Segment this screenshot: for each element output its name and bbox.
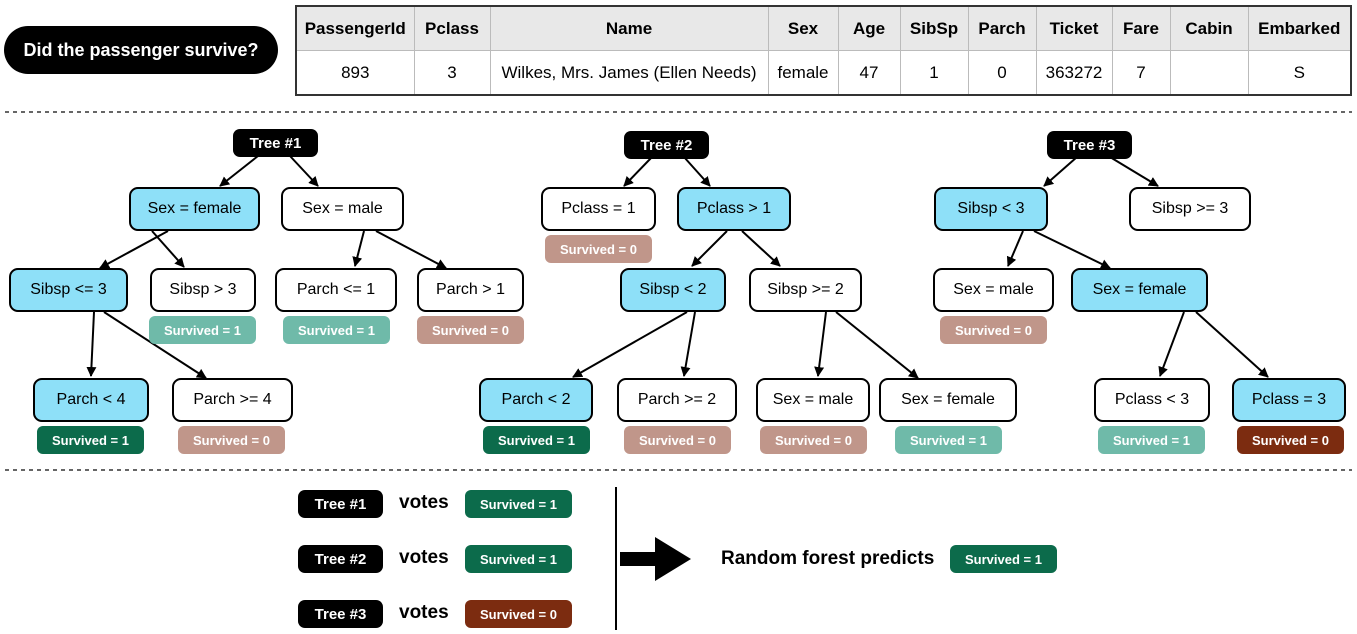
column-header: Cabin (1169, 5, 1249, 51)
table-cell: S (1247, 50, 1352, 96)
column-header: Age (837, 5, 901, 51)
table-cell: female (767, 50, 839, 96)
table-cell (1169, 50, 1249, 96)
table-cell: 0 (967, 50, 1037, 96)
tree-2-node-pclass-eq-1: Pclass = 1 (541, 187, 656, 231)
tree-2-leaf-sex-male: Survived = 0 (760, 426, 867, 454)
tree-3-label: Tree #3 (1047, 131, 1132, 159)
table-cell: 3 (413, 50, 491, 96)
tree-2-node-sibsp-lt-2: Sibsp < 2 (620, 268, 726, 312)
table-cell: 363272 (1035, 50, 1113, 96)
table-cell: Wilkes, Mrs. James (Ellen Needs) (489, 50, 769, 96)
table-row: 893 3 Wilkes, Mrs. James (Ellen Needs) f… (295, 50, 1352, 96)
tree-1-node-sex-male: Sex = male (281, 187, 404, 231)
vote-2-word: votes (399, 547, 449, 568)
vote-3-tree-label: Tree #3 (298, 600, 383, 628)
vote-1-tree-label: Tree #1 (298, 490, 383, 518)
tree-2-leaf-parch-lt-2: Survived = 1 (483, 426, 590, 454)
tree-3-node-sibsp-lt-3: Sibsp < 3 (934, 187, 1048, 231)
tree-3-node-pclass-lt-3: Pclass < 3 (1094, 378, 1210, 422)
table-header-row: PassengerId Pclass Name Sex Age SibSp Pa… (295, 5, 1352, 51)
vote-2-result: Survived = 1 (465, 545, 572, 573)
tree-3-leaf-pclass-lt-3: Survived = 1 (1098, 426, 1205, 454)
vote-1-result: Survived = 1 (465, 490, 572, 518)
tree-2-label: Tree #2 (624, 131, 709, 159)
vote-3-result: Survived = 0 (465, 600, 572, 628)
tree-1-node-sex-female: Sex = female (129, 187, 260, 231)
table-cell: 1 (899, 50, 969, 96)
tree-1-label: Tree #1 (233, 129, 318, 157)
tree-2-node-pclass-gt-1: Pclass > 1 (677, 187, 791, 231)
tree-2-node-sex-female: Sex = female (879, 378, 1017, 422)
tree-1-leaf-parch-ge-4: Survived = 0 (178, 426, 285, 454)
tree-2-leaf-parch-ge-2: Survived = 0 (624, 426, 731, 454)
tree-1-node-parch-gt-1: Parch > 1 (417, 268, 524, 312)
vote-3-word: votes (399, 602, 449, 623)
tree-1-leaf-sibsp-gt-3: Survived = 1 (149, 316, 256, 344)
tree-3-leaf-pclass-eq-3: Survived = 0 (1237, 426, 1344, 454)
column-header: Ticket (1035, 5, 1113, 51)
tree-1-leaf-parch-le-1: Survived = 1 (283, 316, 390, 344)
tree-3-node-sex-female: Sex = female (1071, 268, 1208, 312)
tree-1-leaf-parch-gt-1: Survived = 0 (417, 316, 524, 344)
vote-2-tree-label: Tree #2 (298, 545, 383, 573)
result-arrow (620, 537, 691, 581)
column-header: Sex (767, 5, 839, 51)
column-header: Parch (967, 5, 1037, 51)
tree-2-node-sibsp-ge-2: Sibsp >= 2 (749, 268, 862, 312)
column-header: PassengerId (295, 5, 415, 51)
tree-3-node-pclass-eq-3: Pclass = 3 (1232, 378, 1346, 422)
tree-2-node-parch-lt-2: Parch < 2 (479, 378, 593, 422)
tree-2-node-sex-male: Sex = male (756, 378, 870, 422)
tree-1-node-parch-ge-4: Parch >= 4 (172, 378, 293, 422)
tree-1-node-sibsp-gt-3: Sibsp > 3 (150, 268, 256, 312)
column-header: Fare (1111, 5, 1171, 51)
tree-3-node-sibsp-ge-3: Sibsp >= 3 (1129, 187, 1251, 231)
tree-1-node-sibsp-le-3: Sibsp <= 3 (9, 268, 128, 312)
tree-2-leaf-pclass-eq-1: Survived = 0 (545, 235, 652, 263)
vote-1-word: votes (399, 492, 449, 513)
tree-3-node-sex-male: Sex = male (933, 268, 1054, 312)
question-pill: Did the passenger survive? (4, 26, 278, 74)
column-header: Name (489, 5, 769, 51)
passenger-table: PassengerId Pclass Name Sex Age SibSp Pa… (295, 5, 1352, 96)
prediction-label: Random forest predicts (721, 548, 935, 569)
column-header: Embarked (1247, 5, 1352, 51)
prediction-result: Survived = 1 (950, 545, 1057, 573)
tree-1-leaf-parch-lt-4: Survived = 1 (37, 426, 144, 454)
tree-2-node-parch-ge-2: Parch >= 2 (617, 378, 737, 422)
tree-2-leaf-sex-female: Survived = 1 (895, 426, 1002, 454)
table-cell: 47 (837, 50, 901, 96)
table-cell: 893 (295, 50, 415, 96)
tree-3-leaf-sex-male: Survived = 0 (940, 316, 1047, 344)
column-header: SibSp (899, 5, 969, 51)
table-cell: 7 (1111, 50, 1171, 96)
tree-1-node-parch-lt-4: Parch < 4 (33, 378, 149, 422)
column-header: Pclass (413, 5, 491, 51)
tree-1-node-parch-le-1: Parch <= 1 (275, 268, 397, 312)
